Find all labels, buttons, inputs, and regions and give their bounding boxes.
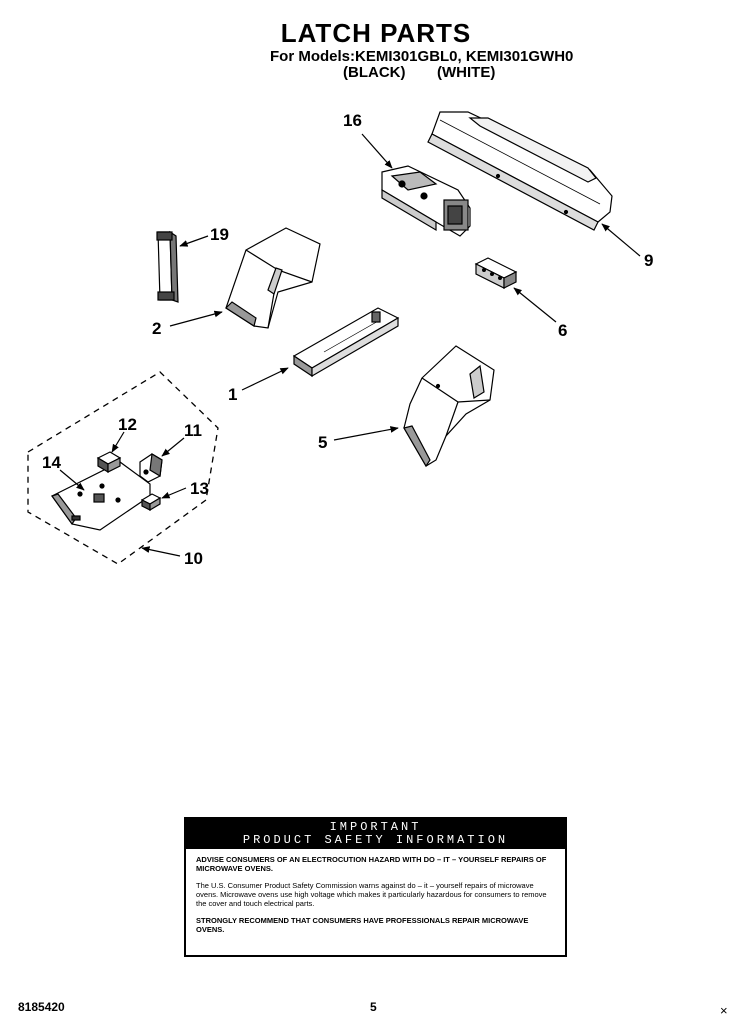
model-numbers: For Models:KEMI301GBL0, KEMI301GWH0 <box>270 48 574 65</box>
callout-9: 9 <box>644 251 653 270</box>
callout-13: 13 <box>190 479 209 498</box>
page-number: 5 <box>370 1000 377 1014</box>
callout-12: 12 <box>118 415 137 434</box>
corner-mark: × <box>720 1003 728 1018</box>
arrow-6 <box>513 287 557 323</box>
arrow-9 <box>601 223 641 257</box>
arrow-11 <box>161 437 185 457</box>
arrow-19 <box>179 235 209 247</box>
part-14-base-plate <box>51 461 151 531</box>
document-code: 8185420 <box>18 1000 65 1014</box>
safety-information-box: IMPORTANT PRODUCT SAFETY INFORMATION ADV… <box>184 817 567 957</box>
part-19-strip <box>156 230 179 303</box>
callout-2: 2 <box>152 319 161 338</box>
part-9-latch-plate <box>427 111 613 231</box>
part-12-switch <box>96 451 122 474</box>
callout-11: 11 <box>184 421 202 440</box>
safety-cpsc-notice: The U.S. Consumer Product Safety Commiss… <box>196 881 547 908</box>
variant-black: (BLACK) <box>343 64 406 81</box>
arrow-1 <box>241 367 289 391</box>
part-5-latch-housing <box>403 345 495 468</box>
safety-heading: IMPORTANT PRODUCT SAFETY INFORMATION <box>186 819 565 849</box>
callout-5: 5 <box>318 433 327 452</box>
part-10-assembly-outline <box>27 371 219 565</box>
part-11-switch <box>139 453 163 483</box>
callout-10: 10 <box>184 549 203 568</box>
part-16-latch-switch <box>381 165 471 237</box>
part-2-latch-bracket <box>225 227 321 329</box>
safety-heading-important: IMPORTANT <box>329 820 422 834</box>
safety-heading-title: PRODUCT SAFETY INFORMATION <box>242 833 509 847</box>
arrow-14 <box>59 469 85 491</box>
arrow-2 <box>169 310 223 327</box>
leader-lines <box>59 133 641 557</box>
part-6-connector <box>474 257 518 289</box>
safety-warning: ADVISE CONSUMERS OF AN ELECTROCUTION HAZ… <box>196 855 547 873</box>
safety-body: ADVISE CONSUMERS OF AN ELECTROCUTION HAZ… <box>186 849 565 934</box>
callout-16: 16 <box>343 111 362 130</box>
arrow-12 <box>111 431 125 453</box>
callout-19: 19 <box>210 225 229 244</box>
callout-6: 6 <box>558 321 567 340</box>
arrow-16 <box>361 133 393 169</box>
part-1-latch-bar <box>292 307 400 378</box>
variant-white: (WHITE) <box>437 64 496 81</box>
safety-recommendation: STRONGLY RECOMMEND THAT CONSUMERS HAVE P… <box>196 916 529 934</box>
callout-14: 14 <box>42 453 61 472</box>
arrow-13 <box>161 487 187 499</box>
callout-1: 1 <box>228 385 237 404</box>
arrow-5 <box>333 426 399 441</box>
part-13-switch <box>140 493 162 512</box>
page-title: LATCH PARTS <box>280 18 472 48</box>
arrow-10 <box>141 546 181 557</box>
